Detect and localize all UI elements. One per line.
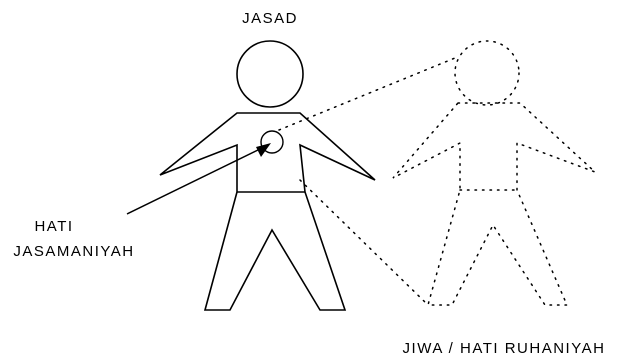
jiwa-connection-lower xyxy=(300,180,428,305)
jasad-head xyxy=(237,41,303,107)
label-jasad: JASAD xyxy=(242,10,298,27)
jasad-body xyxy=(160,113,375,310)
label-hati-line1: HATI xyxy=(34,218,73,235)
jiwa-figure xyxy=(279,41,595,305)
label-hati-line2: JASAMANIYAH xyxy=(13,243,134,260)
jiwa-head xyxy=(455,41,519,105)
jiwa-body xyxy=(393,103,595,305)
label-jiwa-hati-ruhaniyah: JIWA / HATI RUHANIYAH xyxy=(403,340,606,357)
jiwa-connection-upper xyxy=(279,58,455,130)
hati-jasamaniyah-pointer xyxy=(127,143,271,214)
jasad-figure xyxy=(160,41,375,310)
arrowhead xyxy=(256,143,271,157)
